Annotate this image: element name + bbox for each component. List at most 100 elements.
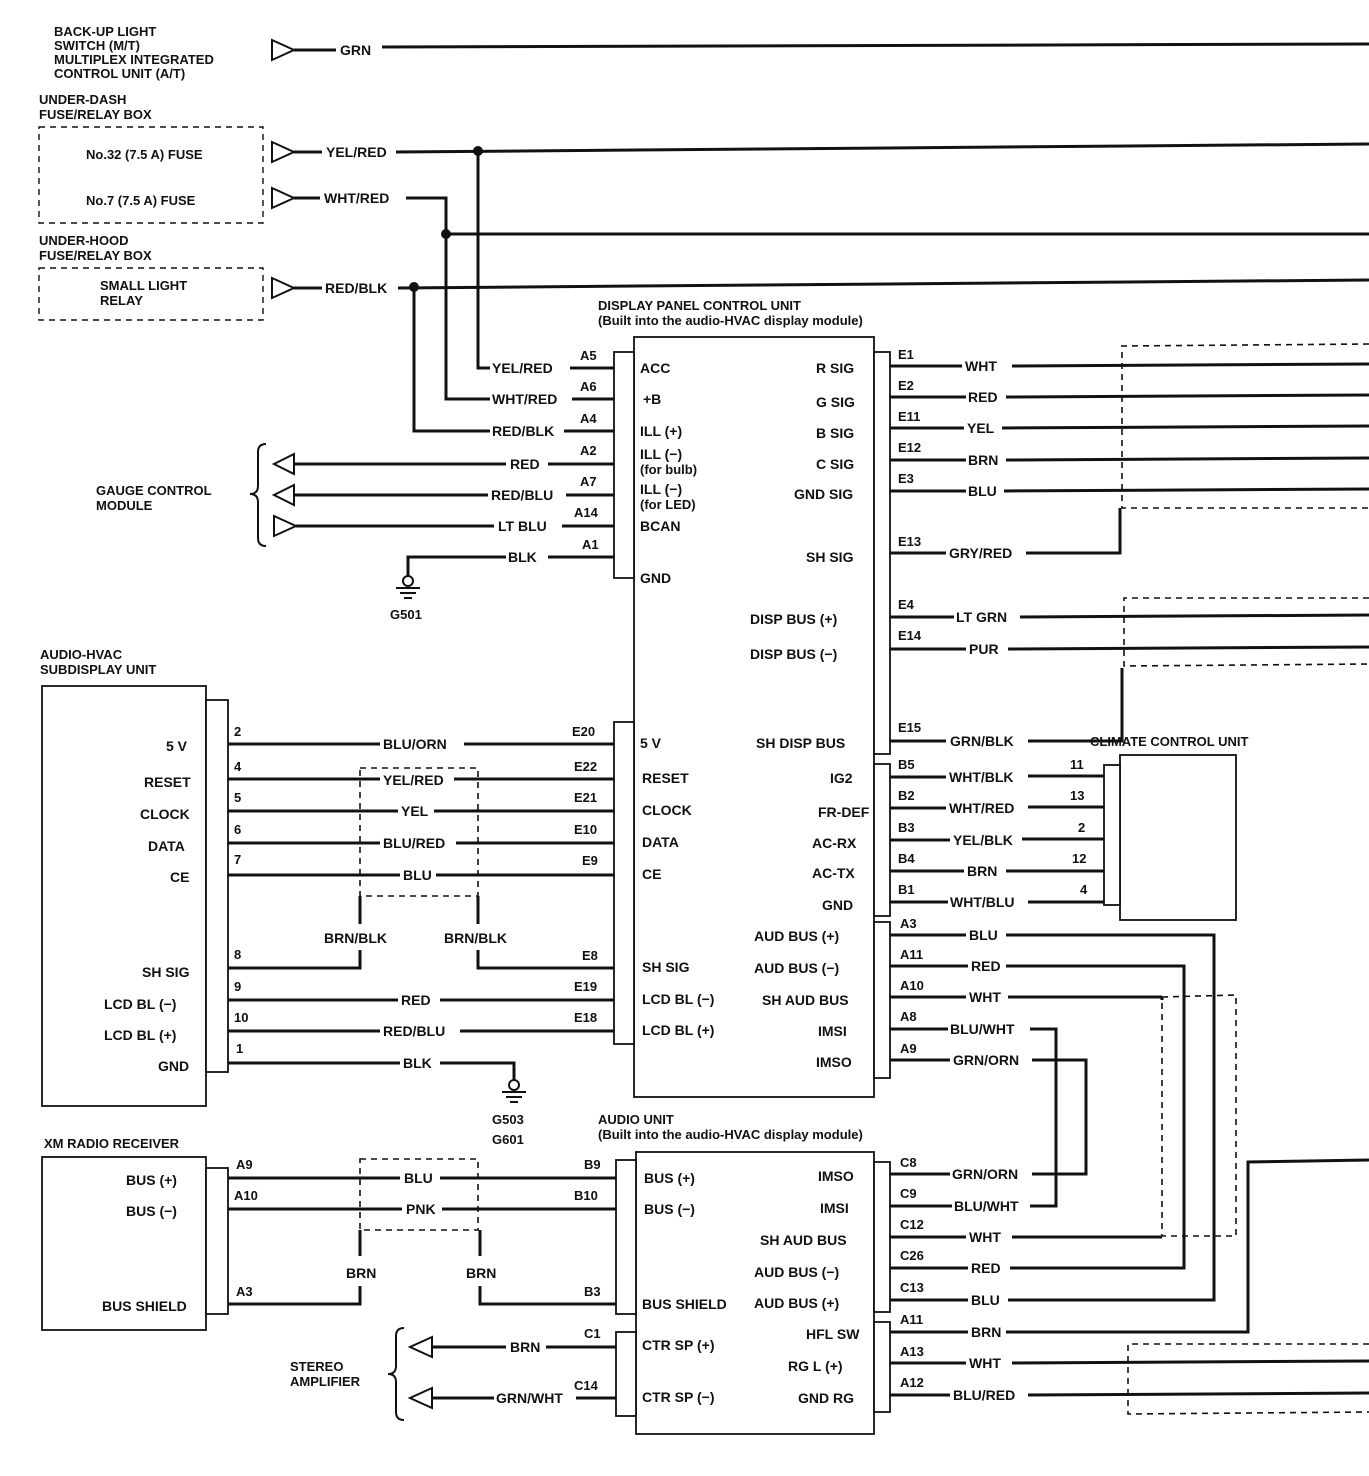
svg-text:BUS (−): BUS (−) (126, 1203, 177, 1219)
svg-text:E13: E13 (898, 534, 921, 549)
svg-text:B4: B4 (898, 851, 915, 866)
svg-text:CE: CE (642, 866, 661, 882)
pin-a10-sh-aud-bus: SH AUD BUS A10 WHT (762, 978, 1162, 1008)
svg-text:A9: A9 (900, 1041, 917, 1056)
svg-text:ILL (+): ILL (+) (640, 423, 682, 439)
svg-text:RED/BLU: RED/BLU (383, 1023, 445, 1039)
backup-light-source: BACK-UP LIGHT SWITCH (M/T) MULTIPLEX INT… (54, 24, 1369, 81)
xm-title: XM RADIO RECEIVER (44, 1136, 180, 1151)
svg-text:A8: A8 (900, 1009, 917, 1024)
svg-text:DATA: DATA (148, 838, 185, 854)
svg-text:BLU/ORN: BLU/ORN (383, 736, 447, 752)
svg-text:WHT/BLU: WHT/BLU (950, 894, 1015, 910)
svg-text:CLOCK: CLOCK (140, 806, 190, 822)
ground-g501: G501 (390, 575, 422, 622)
subdisplay-title-line2: SUBDISPLAY UNIT (40, 662, 156, 677)
svg-text:BCAN: BCAN (640, 518, 680, 534)
svg-text:R SIG: R SIG (816, 360, 854, 376)
svg-text:A11: A11 (900, 1312, 923, 1327)
pin-a11-aud-bus-minus: AUD BUS (−) A11 RED (754, 947, 1186, 1270)
underhood-label-line1: UNDER-HOOD (39, 233, 129, 248)
svg-text:YEL/RED: YEL/RED (492, 360, 553, 376)
climate-title: CLIMATE CONTROL UNIT (1090, 734, 1248, 749)
svg-text:C SIG: C SIG (816, 456, 854, 472)
svg-text:6: 6 (234, 822, 241, 837)
pin-e13: SH SIG E13 GRY/RED (806, 508, 1122, 565)
under-hood-fuse-box: UNDER-HOOD FUSE/RELAY BOX SMALL LIGHT RE… (38, 233, 1369, 321)
connector-arrow-icon (271, 186, 297, 210)
svg-text:YEL/RED: YEL/RED (383, 772, 444, 788)
svg-text:A11: A11 (900, 947, 923, 962)
audio-subtitle: (Built into the audio-HVAC display modul… (598, 1127, 863, 1142)
svg-text:E3: E3 (898, 471, 914, 486)
gauge-control-module: GAUGE CONTROL MODULE (96, 443, 267, 547)
svg-text:A3: A3 (236, 1284, 253, 1299)
pin-b3: AC-RX B3 YEL/BLK 2 (812, 820, 1104, 851)
svg-text:SH SIG: SH SIG (806, 549, 854, 565)
audio-left-pins: B9 BUS (+) B10 BUS (−) B3 BUS SHIELD C1 … (407, 1157, 727, 1410)
svg-text:B3: B3 (584, 1284, 601, 1299)
stereo-amplifier: STEREO AMPLIFIER (290, 1327, 405, 1421)
subdisplay-pins: 5 V 2 BLU/ORN E20 5 V RESET 4 YEL/RED E2… (104, 724, 714, 1080)
svg-text:CTR SP (−): CTR SP (−) (642, 1389, 714, 1405)
pin-e4: DISP BUS (+) E4 LT GRN (750, 597, 1369, 627)
dpcu-subtitle: (Built into the audio-HVAC display modul… (598, 313, 863, 328)
svg-text:RESET: RESET (642, 770, 689, 786)
svg-text:YEL: YEL (967, 420, 995, 436)
svg-text:WHT: WHT (969, 989, 1001, 1005)
wire-red-blk-label: RED/BLK (325, 280, 387, 296)
pin-e11: B SIG E11 YEL (816, 409, 1369, 441)
svg-text:AUD BUS (−): AUD BUS (−) (754, 960, 839, 976)
pin-b1: GND B1 WHT/BLU 4 (822, 882, 1104, 913)
dpcu-title: DISPLAY PANEL CONTROL UNIT (598, 298, 801, 313)
svg-text:LCD BL (+): LCD BL (+) (642, 1022, 714, 1038)
svg-text:SH AUD BUS: SH AUD BUS (762, 992, 849, 1008)
svg-text:BRN: BRN (466, 1265, 496, 1281)
gauge-label-line2: MODULE (96, 498, 153, 513)
svg-text:ACC: ACC (640, 360, 670, 376)
svg-text:GND: GND (640, 570, 671, 586)
svg-text:B1: B1 (898, 882, 915, 897)
connector-arrow-icon (271, 38, 297, 62)
dpcu-right-b-pins: IG2 B5 WHT/BLK 11 FR-DEF B2 WHT/RED 13 A… (812, 757, 1104, 913)
svg-text:RED: RED (971, 958, 1001, 974)
svg-text:11: 11 (1070, 757, 1084, 772)
pin-a4: RED/BLK A4 ILL (+) (492, 411, 682, 439)
svg-text:BRN: BRN (346, 1265, 376, 1281)
svg-text:13: 13 (1070, 788, 1084, 803)
svg-text:CLOCK: CLOCK (642, 802, 692, 818)
backup-label-line3: MULTIPLEX INTEGRATED (54, 52, 214, 67)
svg-text:E4: E4 (898, 597, 915, 612)
pin-a7: RED/BLU A7 ILL (−) (for LED) (271, 474, 696, 512)
svg-text:BLU/RED: BLU/RED (953, 1387, 1015, 1403)
svg-text:BUS (+): BUS (+) (644, 1170, 695, 1186)
svg-text:WHT: WHT (965, 358, 997, 374)
svg-text:B9: B9 (584, 1157, 601, 1172)
svg-text:5 V: 5 V (640, 735, 662, 751)
svg-text:SH SIG: SH SIG (142, 964, 190, 980)
pin-e12: C SIG E12 BRN (816, 440, 1369, 472)
svg-text:BLU: BLU (969, 927, 998, 943)
svg-text:1: 1 (236, 1041, 243, 1056)
svg-text:BLU: BLU (403, 867, 432, 883)
svg-text:AUD BUS (−): AUD BUS (−) (754, 1264, 839, 1280)
svg-text:5: 5 (234, 790, 241, 805)
svg-text:GRN/ORN: GRN/ORN (952, 1166, 1018, 1182)
svg-text:IMSI: IMSI (820, 1200, 849, 1216)
svg-text:LCD BL (−): LCD BL (−) (104, 996, 176, 1012)
pin-a2: RED A2 ILL (−) (for bulb) (271, 443, 697, 477)
svg-text:E21: E21 (574, 790, 597, 805)
svg-text:BRN: BRN (510, 1339, 540, 1355)
pin-e14: DISP BUS (−) E14 PUR (750, 628, 1369, 662)
pin-a6: WHT/RED A6 +B (492, 379, 661, 407)
svg-text:E8: E8 (582, 948, 598, 963)
svg-text:WHT: WHT (969, 1229, 1001, 1245)
svg-text:CTR SP (+): CTR SP (+) (642, 1337, 714, 1353)
audio-hvac-subdisplay-unit: AUDIO-HVAC SUBDISPLAY UNIT (40, 647, 229, 1107)
svg-text:A13: A13 (900, 1344, 924, 1359)
svg-text:IMSO: IMSO (818, 1168, 854, 1184)
pin-e2: G SIG E2 RED (816, 378, 1369, 410)
svg-text:LT GRN: LT GRN (956, 609, 1007, 625)
connector-arrow-icon (271, 140, 297, 164)
small-light-label-line1: SMALL LIGHT (100, 278, 187, 293)
